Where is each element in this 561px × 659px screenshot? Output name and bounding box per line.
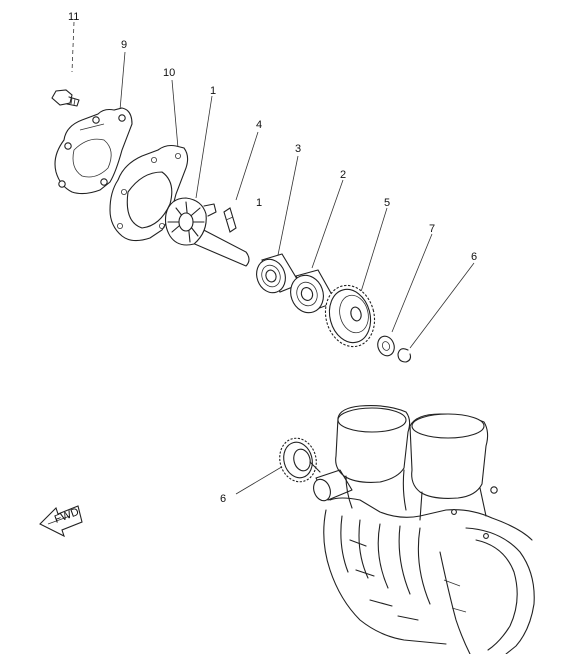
leader-1-top	[195, 95, 213, 199]
label-1-top: 1	[210, 85, 216, 97]
forward-arrow: FWD	[39, 505, 83, 538]
label-10: 10	[163, 67, 175, 79]
label-6-left: 6	[220, 493, 226, 505]
washer-part-7	[377, 335, 395, 357]
label-7: 7	[429, 223, 435, 235]
leader-9	[119, 51, 126, 111]
impeller-shaft-part-1	[164, 197, 250, 267]
leader-3	[277, 155, 299, 256]
leader-10	[171, 79, 179, 149]
pin-part-4	[223, 207, 237, 233]
label-2: 2	[340, 169, 346, 181]
bearing-part-2	[290, 269, 337, 314]
label-1-mid: 1	[256, 197, 262, 209]
leader-7	[391, 233, 433, 333]
circlip-part-6	[397, 348, 412, 363]
bearing-part-3	[256, 253, 301, 294]
pump-cover-part-9	[54, 107, 133, 195]
label-3: 3	[295, 143, 301, 155]
leader-2	[311, 179, 344, 269]
label-9: 9	[121, 39, 127, 51]
driven-gear-part-5	[324, 284, 376, 348]
label-11: 11	[68, 11, 79, 23]
label-4: 4	[256, 119, 262, 131]
callout-labels: 11 9 10 1 4 3 1 2 5 7 6 6	[68, 11, 477, 505]
drive-gear-part-6	[279, 437, 321, 483]
bolt-part-11	[51, 89, 80, 107]
leader-4	[235, 131, 259, 201]
engine-assembly	[313, 405, 535, 655]
label-5: 5	[384, 197, 390, 209]
label-6-right: 6	[471, 251, 477, 263]
leader-6-right	[409, 262, 475, 349]
leader-5	[359, 207, 388, 296]
leader-11	[71, 21, 75, 73]
